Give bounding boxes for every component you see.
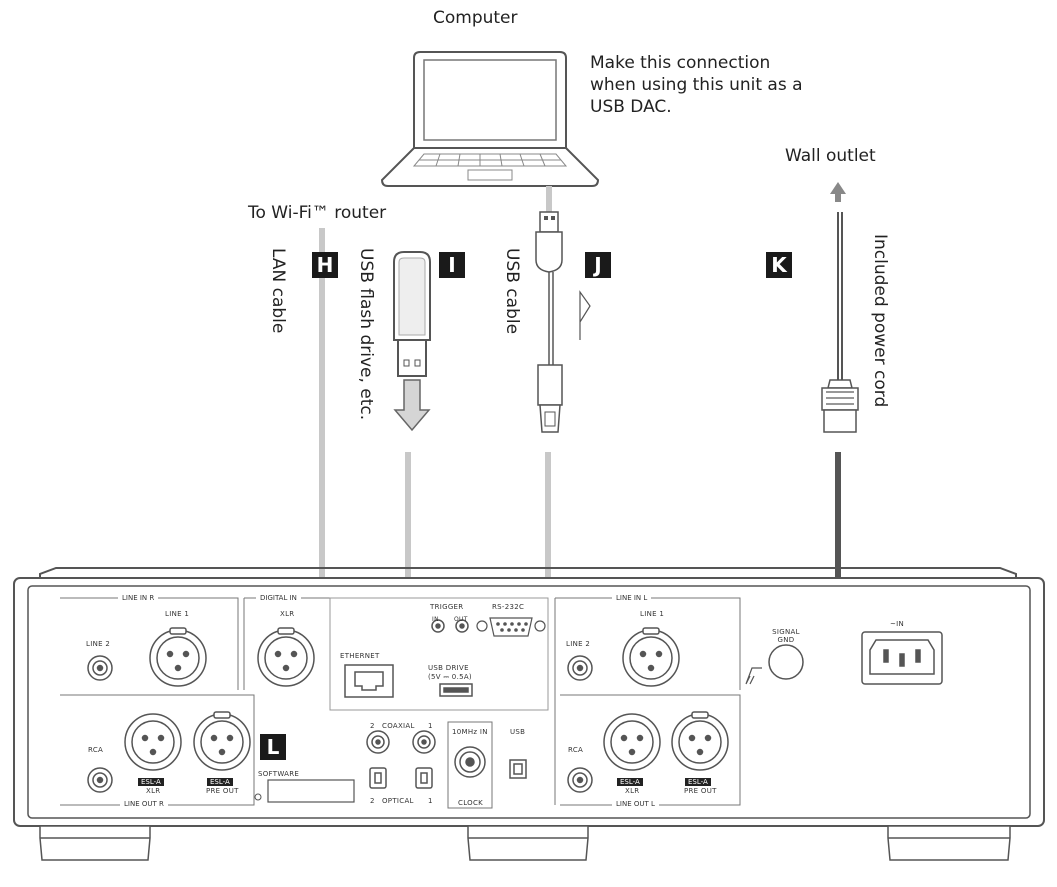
optical-label: OPTICAL xyxy=(382,797,414,805)
rs232c-label: RS-232C xyxy=(492,603,525,611)
pre-out-r-label: PRE OUT xyxy=(206,787,239,795)
coaxial-2-num: 2 xyxy=(370,722,375,730)
optical-2-num: 2 xyxy=(370,797,375,805)
xlr-digital-in-connector xyxy=(257,627,315,687)
usb-b-port xyxy=(509,759,527,779)
lan-cable-label: LAN cable xyxy=(268,248,288,334)
coaxial-1-jack xyxy=(412,730,436,754)
usb-flash-drive-icon xyxy=(393,251,431,377)
trigger-out-label: OUT xyxy=(454,616,468,623)
ethernet-port xyxy=(344,664,394,698)
insert-arrow-icon xyxy=(393,379,431,432)
rca-line2-r-jack xyxy=(87,655,113,681)
rca-out-r-jack xyxy=(87,767,113,793)
line2-r-label: LINE 2 xyxy=(86,640,111,648)
usb-dac-note: Make this connection when using this uni… xyxy=(590,53,803,117)
laptop-icon xyxy=(380,51,600,187)
optical-ports xyxy=(369,767,433,789)
wall-outlet-label: Wall outlet xyxy=(785,146,876,166)
rca-line2-l-jack xyxy=(567,655,593,681)
feet xyxy=(39,825,1011,861)
signal-gnd-label: SIGNAL GND xyxy=(772,628,800,644)
trigger-label: TRIGGER xyxy=(430,603,464,611)
line-in-r-label: LINE IN R xyxy=(118,594,159,602)
usb-b-plug-icon xyxy=(537,364,563,433)
wall-outlet-arrow-icon xyxy=(830,182,846,202)
xlr-out-r-connector xyxy=(124,713,182,771)
signal-gnd-terminal xyxy=(768,644,804,680)
tag-l: L xyxy=(260,734,286,760)
usb-drive-port xyxy=(439,683,473,697)
usb-symbol-icon xyxy=(579,290,591,340)
power-cord-label: Included power cord xyxy=(870,234,890,408)
usb-drive-label: USB DRIVE xyxy=(428,664,469,672)
usb-drive-spec-label: (5V ⎓ 0.5A) xyxy=(428,673,472,681)
usb-flash-label: USB flash drive, etc. xyxy=(356,248,376,421)
usb-cable-label: USB cable xyxy=(502,248,522,335)
pre-out-l-label: PRE OUT xyxy=(684,787,717,795)
line2-l-label: LINE 2 xyxy=(566,640,591,648)
tag-k: K xyxy=(766,252,792,278)
line-out-r-label: LINE OUT R xyxy=(120,800,168,808)
clock-in-label: 10MHz IN xyxy=(452,728,488,736)
ethernet-label: ETHERNET xyxy=(340,652,380,660)
line1-r-label: LINE 1 xyxy=(165,610,190,618)
computer-label: Computer xyxy=(433,8,518,28)
line-out-l-label: LINE OUT L xyxy=(612,800,659,808)
tag-i: I xyxy=(439,252,465,278)
xlr-out-l-label: XLR xyxy=(625,787,640,795)
power-plug-icon xyxy=(821,379,859,433)
software-slot xyxy=(267,779,355,803)
line1-l-label: LINE 1 xyxy=(640,610,665,618)
software-label: SOFTWARE xyxy=(258,770,300,778)
xlr-out-l-connector xyxy=(603,713,661,771)
coaxial-1-num: 1 xyxy=(428,722,433,730)
xlr-pre-out-r-connector xyxy=(193,711,251,771)
coaxial-label: COAXIAL xyxy=(382,722,415,730)
xlr-digital-label: XLR xyxy=(280,610,295,618)
tag-h: H xyxy=(312,252,338,278)
coaxial-2-jack xyxy=(366,730,390,754)
trigger-in-label: IN xyxy=(432,616,439,623)
usb-a-plug-icon xyxy=(535,211,563,273)
usb-port-label: USB xyxy=(510,728,526,736)
bnc-clock-connector xyxy=(454,746,486,778)
ground-icon xyxy=(745,667,762,685)
ac-in-label: ~IN xyxy=(890,620,905,628)
wifi-router-label: To Wi-Fi™ router xyxy=(248,203,387,223)
rs232c-port xyxy=(476,617,546,637)
optical-1-num: 1 xyxy=(428,797,433,805)
esl-a-xlr-r-badge: ESL-A xyxy=(138,778,164,786)
xlr-in-r-connector xyxy=(149,627,207,687)
esl-a-pre-l-badge: ESL-A xyxy=(685,778,711,786)
xlr-in-l-connector xyxy=(622,627,680,687)
tag-j: J xyxy=(585,252,611,278)
rca-out-l-jack xyxy=(567,767,593,793)
rca-r-label: RCA xyxy=(88,746,104,754)
clock-label: CLOCK xyxy=(458,799,484,807)
digital-in-label: DIGITAL IN xyxy=(256,594,301,602)
xlr-out-r-label: XLR xyxy=(146,787,161,795)
esl-a-pre-r-badge: ESL-A xyxy=(207,778,233,786)
line-in-l-label: LINE IN L xyxy=(612,594,652,602)
ac-inlet xyxy=(861,631,943,685)
xlr-pre-out-l-connector xyxy=(671,711,729,771)
rca-l-label: RCA xyxy=(568,746,584,754)
esl-a-xlr-l-badge: ESL-A xyxy=(617,778,643,786)
rear-panel xyxy=(13,567,1045,827)
